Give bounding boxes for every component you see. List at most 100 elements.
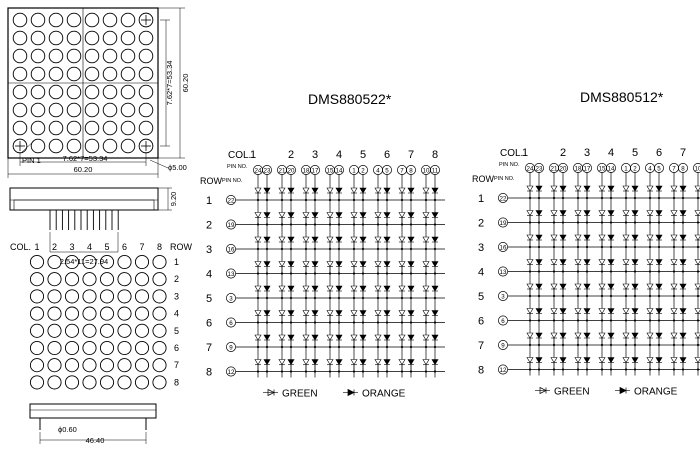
front-dot: [120, 120, 136, 136]
front-dot: [66, 84, 82, 100]
row-number: 8: [478, 365, 484, 377]
bottom-dot: [152, 272, 167, 287]
col-number: 4: [336, 149, 342, 161]
green-led: [422, 359, 430, 366]
green-led: [550, 259, 558, 266]
bottom-dot: [47, 323, 62, 338]
green-led: [326, 334, 334, 341]
orange-led: [407, 187, 415, 194]
bottom-dot: [64, 306, 80, 321]
bottom-dot: [29, 306, 45, 321]
green-led: [574, 357, 582, 364]
orange-led: [631, 185, 639, 192]
orange-led: [263, 334, 271, 341]
row-pin-label: PIN NO.: [222, 178, 243, 184]
orange-led: [383, 310, 391, 317]
front-dot: [48, 48, 64, 64]
bottom-col-number: 3: [69, 242, 74, 252]
front-dot: [102, 120, 118, 136]
green-led: [550, 308, 558, 315]
col-pin-number: 21: [279, 168, 286, 175]
front-dot: [12, 102, 28, 118]
front-dot: [12, 84, 28, 100]
row-pin-number: 13: [228, 271, 235, 278]
front-dot: [12, 48, 28, 64]
row-number: 3: [206, 244, 212, 256]
orange-led: [655, 308, 663, 315]
green-led: [670, 259, 678, 266]
bottom-dot: [134, 254, 150, 270]
row-pin-number: 6: [229, 320, 233, 327]
col-number: 7: [680, 147, 686, 159]
front-dot: [102, 48, 118, 64]
green-led: [326, 310, 334, 317]
row-pin-number: 22: [228, 198, 235, 205]
orange-led: [431, 285, 439, 292]
front-dot: [102, 138, 118, 154]
orange-led: [311, 187, 319, 194]
col-pin-number: 1: [624, 166, 628, 173]
orange-led: [335, 285, 343, 292]
col-pin-number: 7: [400, 168, 404, 175]
front-dot: [84, 66, 100, 82]
orange-led: [679, 332, 687, 339]
orange-led: [559, 308, 567, 315]
col-pin-number: 18: [575, 166, 582, 173]
bottom-dot: [99, 306, 115, 321]
col-number: 6: [656, 147, 662, 159]
bottom-dot: [117, 272, 132, 287]
orange-led: [559, 332, 567, 339]
green-led: [398, 261, 406, 268]
front-dot: [30, 66, 46, 82]
orange-led: [359, 285, 367, 292]
front-dot: [30, 48, 46, 64]
orange-led: [679, 234, 687, 241]
bottom-dot: [29, 289, 45, 304]
orange-led: [407, 236, 415, 243]
orange-led: [655, 283, 663, 290]
green-led: [598, 283, 606, 290]
bottom-row-number: 1: [174, 257, 179, 267]
orange-led: [287, 310, 295, 317]
col-pin-number: 18: [303, 168, 310, 175]
green-led: [350, 236, 358, 243]
orange-led: [431, 236, 439, 243]
row-pin-number: 6: [501, 318, 505, 325]
legend-orange-label: ORANGE: [634, 387, 678, 398]
front-dot: [102, 84, 118, 100]
bottom-row-number: 7: [174, 360, 179, 370]
col-pin-number: 1: [352, 168, 356, 175]
row-number: 1: [206, 195, 212, 207]
bottom-dot: [47, 272, 62, 287]
bottom-dot: [47, 289, 62, 304]
green-led: [350, 212, 358, 219]
orange-led: [583, 234, 591, 241]
green-led: [550, 234, 558, 241]
orange-led: [359, 236, 367, 243]
bottom-row-number: 2: [174, 274, 179, 284]
orange-led: [583, 283, 591, 290]
orange-led: [287, 187, 295, 194]
orange-led: [263, 285, 271, 292]
green-led: [350, 285, 358, 292]
orange-led: [607, 308, 615, 315]
green-led: [422, 261, 430, 268]
front-dot: [12, 66, 28, 82]
green-led: [398, 212, 406, 219]
green-led: [526, 332, 534, 339]
front-dot: [48, 30, 64, 46]
bottom-dot: [117, 358, 132, 373]
orange-led: [383, 212, 391, 219]
green-led: [670, 283, 678, 290]
front-dot: [84, 102, 100, 118]
pin-no-label: PIN NO.: [499, 162, 520, 168]
green-led: [622, 332, 630, 339]
front-dot: [120, 84, 136, 100]
orange-led: [335, 359, 343, 366]
col-pin-number: 15: [599, 166, 606, 173]
row-pin-number: 12: [500, 367, 507, 374]
orange-led: [287, 334, 295, 341]
legend-green-label: GREEN: [282, 389, 318, 400]
